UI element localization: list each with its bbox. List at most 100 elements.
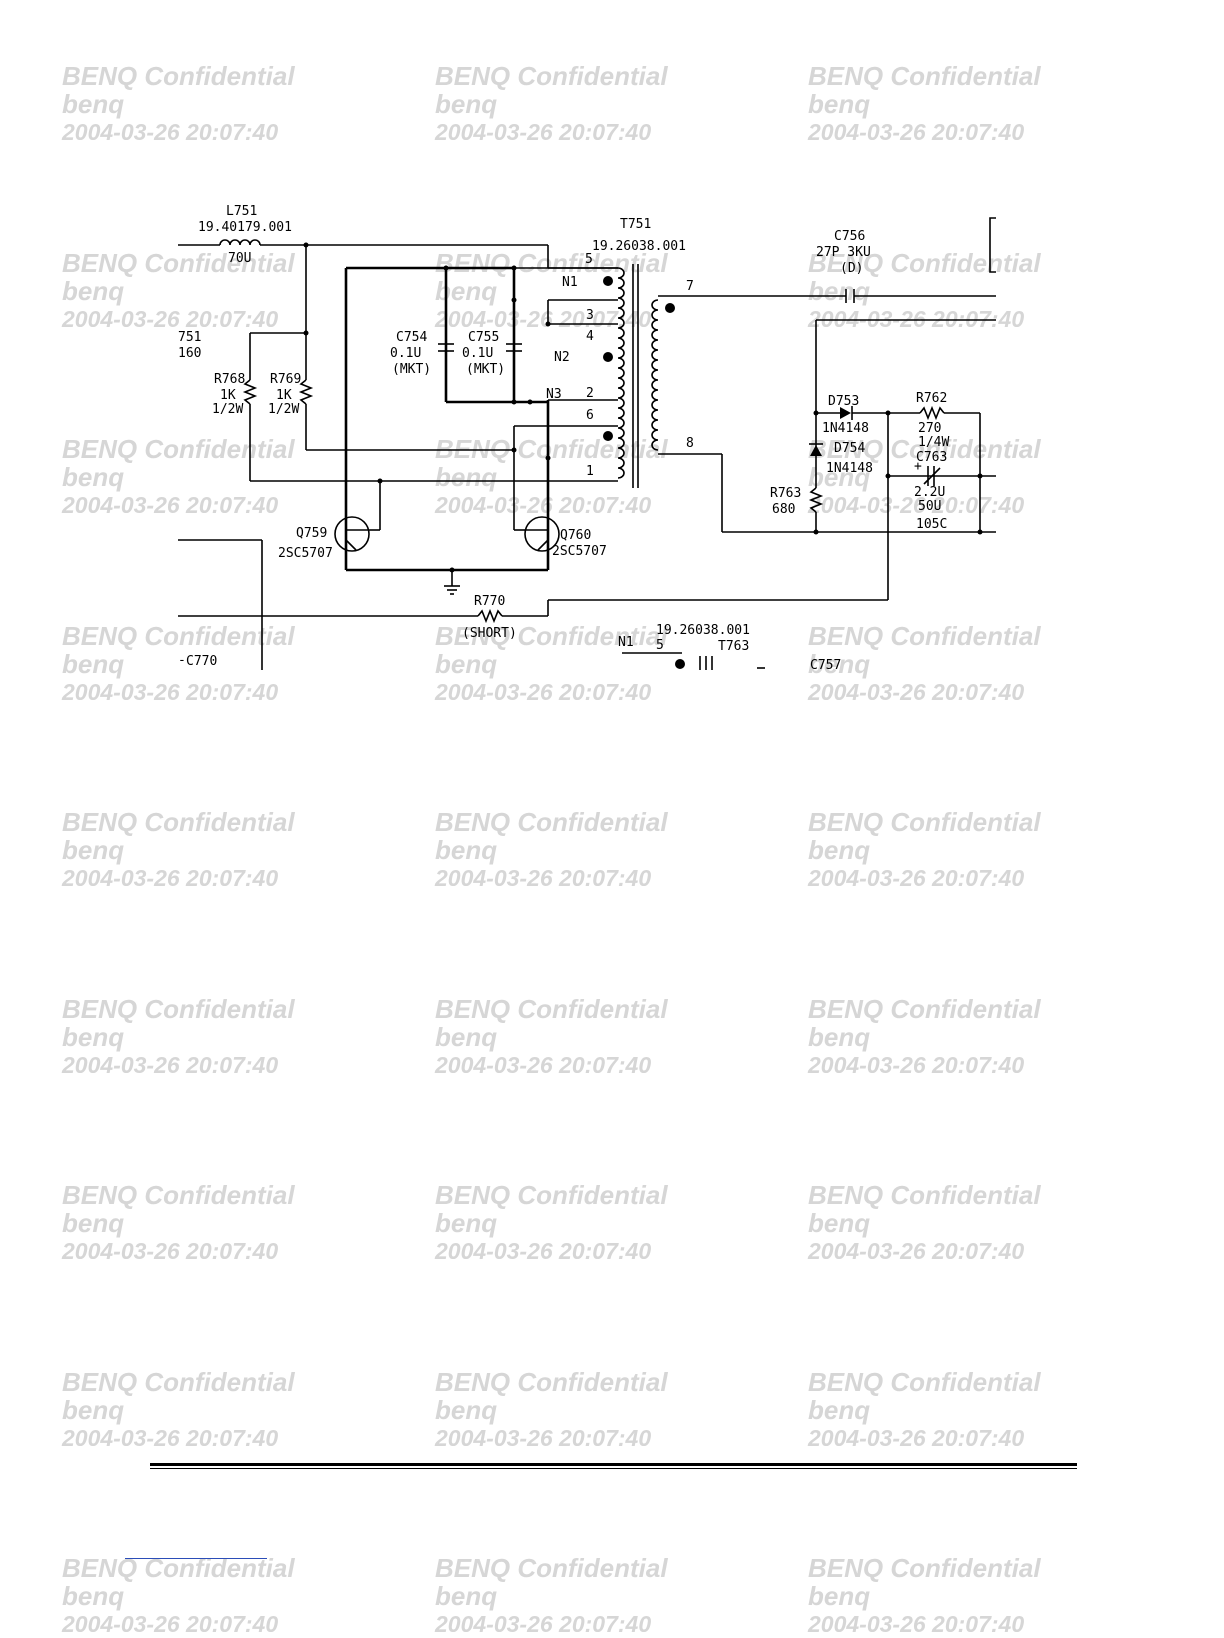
watermark-timestamp: 2004-03-26 20:07:40 xyxy=(62,119,279,145)
c756-value: 27P 3KU xyxy=(816,245,871,260)
pin-6: 6 xyxy=(586,408,594,423)
r769-ref: R769 xyxy=(270,372,301,387)
q760-part: 2SC5707 xyxy=(552,544,607,559)
watermark-timestamp: 2004-03-26 20:07:40 xyxy=(808,1611,1025,1637)
diode-d753 xyxy=(840,407,851,419)
c763-voltage: 50U xyxy=(918,499,941,514)
transistor-q759 xyxy=(334,516,370,552)
watermark-line1: BENQ Confidential xyxy=(62,1180,295,1210)
watermark-line2: benq xyxy=(808,1022,871,1052)
pin-7: 7 xyxy=(686,279,694,294)
c757-ref: C757 xyxy=(810,658,841,670)
t763-part: 19.26038.001 xyxy=(656,623,750,638)
r768-ref: R768 xyxy=(214,372,245,387)
watermark-timestamp: 2004-03-26 20:07:40 xyxy=(808,679,1025,705)
watermark-line2: benq xyxy=(62,1395,125,1425)
watermark-timestamp: 2004-03-26 20:07:40 xyxy=(62,865,279,891)
c763-temp: 105C xyxy=(916,517,947,532)
l751-value: 70U xyxy=(228,251,251,266)
c755-type: (MKT) xyxy=(466,362,505,377)
watermark-line1: BENQ Confidential xyxy=(62,61,295,91)
resistor-r762 xyxy=(919,405,945,421)
r768-value: 1K xyxy=(220,388,236,403)
watermark-timestamp: 2004-03-26 20:07:40 xyxy=(62,1238,279,1264)
watermark-line1: BENQ Confidential xyxy=(808,807,1041,837)
watermark-line1: BENQ Confidential xyxy=(808,1553,1041,1583)
watermark-line2: benq xyxy=(435,1581,498,1611)
watermark-line2: benq xyxy=(808,835,871,865)
footer-rule-thin xyxy=(150,1468,1077,1469)
q760-ref: Q760 xyxy=(560,528,591,543)
l751-part: 19.40179.001 xyxy=(198,220,292,235)
resistor-r770 xyxy=(477,608,503,624)
c770-label: C770 xyxy=(186,654,217,669)
watermark-line2: benq xyxy=(808,89,871,119)
watermark-line2: benq xyxy=(62,1208,125,1238)
d753-part: 1N4148 xyxy=(822,421,869,436)
c754-type: (MKT) xyxy=(392,362,431,377)
watermark-line2: benq xyxy=(435,1208,498,1238)
c763-ref: C763 xyxy=(916,450,947,465)
watermark-line1: BENQ Confidential xyxy=(808,61,1041,91)
schematic-diagram: L751 19.40179.001 70U T751 19.26038.001 … xyxy=(178,204,996,670)
watermark-line1: BENQ Confidential xyxy=(808,994,1041,1024)
watermark-line1: BENQ Confidential xyxy=(435,1367,668,1397)
winding-n1: N1 xyxy=(562,275,578,290)
watermark-line2: benq xyxy=(808,1581,871,1611)
watermark-timestamp: 2004-03-26 20:07:40 xyxy=(808,865,1025,891)
watermark-line1: BENQ Confidential xyxy=(808,1367,1041,1397)
l751-ref: L751 xyxy=(226,204,257,219)
c754-ref: C754 xyxy=(396,330,427,345)
watermark-timestamp: 2004-03-26 20:07:40 xyxy=(435,1611,652,1637)
r763-ref: R763 xyxy=(770,486,801,501)
watermark-timestamp: 2004-03-26 20:07:40 xyxy=(435,865,652,891)
watermark-line1: BENQ Confidential xyxy=(62,994,295,1024)
t751-part: 19.26038.001 xyxy=(592,239,686,254)
pin-1: 1 xyxy=(586,464,594,479)
watermark-line1: BENQ Confidential xyxy=(435,1180,668,1210)
left-label-751: 751 xyxy=(178,330,201,345)
watermark-line1: BENQ Confidential xyxy=(62,1367,295,1397)
watermark-timestamp: 2004-03-26 20:07:40 xyxy=(435,679,652,705)
watermark-line1: BENQ Confidential xyxy=(435,61,668,91)
pin-3: 3 xyxy=(586,308,594,323)
winding-n1b: N1 xyxy=(618,635,634,650)
transistor-q760 xyxy=(524,516,560,552)
footer-link-underline[interactable] xyxy=(125,1558,267,1559)
c770-ref: - xyxy=(178,653,186,668)
watermark-timestamp: 2004-03-26 20:07:40 xyxy=(62,1611,279,1637)
pin-2: 2 xyxy=(586,386,594,401)
watermark-line1: BENQ Confidential xyxy=(435,807,668,837)
q759-part: 2SC5707 xyxy=(278,546,333,561)
c755-ref: C755 xyxy=(468,330,499,345)
watermark-timestamp: 2004-03-26 20:07:40 xyxy=(808,1425,1025,1451)
watermark-line2: benq xyxy=(62,89,125,119)
watermark-line2: benq xyxy=(435,1022,498,1052)
resistor-r763 xyxy=(808,487,824,513)
watermark-line2: benq xyxy=(808,1395,871,1425)
d754-part: 1N4148 xyxy=(826,461,873,476)
watermark-timestamp: 2004-03-26 20:07:40 xyxy=(62,1052,279,1078)
c763-value: 2.2U xyxy=(914,485,945,500)
watermark-line2: benq xyxy=(62,835,125,865)
watermark-timestamp: 2004-03-26 20:07:40 xyxy=(62,679,279,705)
r763-value: 680 xyxy=(772,502,795,517)
watermark-timestamp: 2004-03-26 20:07:40 xyxy=(62,1425,279,1451)
pin-8: 8 xyxy=(686,436,694,451)
pin-4: 4 xyxy=(586,329,594,344)
watermark-timestamp: 2004-03-26 20:07:40 xyxy=(435,1052,652,1078)
watermark-line2: benq xyxy=(435,835,498,865)
t763-ref: T763 xyxy=(718,639,749,654)
